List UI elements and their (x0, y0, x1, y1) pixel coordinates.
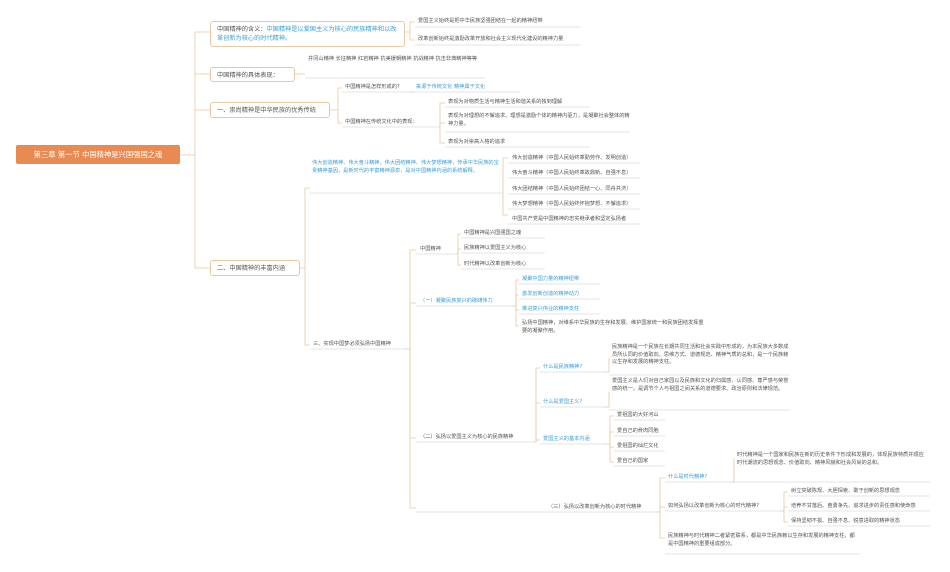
meaning-definition: 中国精神是以爱国主义为核心的民族精神和以改革创新为核心的时代精神。 (217, 26, 397, 42)
meaning-label: 中国精神的含义： (217, 26, 267, 33)
topic-manifestations[interactable]: 中国精神的具体表现： (210, 67, 295, 82)
rejuvenation-item-1[interactable]: 凝聚中国力量的精神纽带 (522, 276, 580, 282)
china-spirit-node[interactable]: 中国精神 (420, 246, 441, 252)
patriotism-basic-1[interactable]: 爱祖国的大好河山 (617, 412, 659, 418)
relation-summary[interactable]: 民族精神与时代精神二者紧密联系，都是中华民族赖以生存和发展的精神支柱，都是中国精… (668, 533, 855, 547)
rejuvenation-item-3[interactable]: 推进复兴伟业的精神支柱 (522, 306, 580, 312)
expression-item-3[interactable]: 表现为对崇高人格的追求 (448, 139, 506, 145)
national-spirit-node[interactable]: （二）弘扬以爱国主义为核心的民族精神 (420, 434, 514, 440)
topic-tradition[interactable]: 一、崇尚精神是中华民族的优秀传统 (210, 102, 330, 118)
topic-meaning[interactable]: 中国精神的含义：中国精神是以爱国主义为核心的民族精神和以改革创新为核心的时代精神… (210, 21, 405, 47)
expression-question[interactable]: 中国精神在传统文化中的表现： (345, 119, 418, 125)
china-spirit-item-2[interactable]: 民族精神以爱国主义为核心 (464, 245, 527, 251)
expression-item-2[interactable]: 表现为对理想的不懈追求、理想是激励个体的精神内驱力，是凝聚社会整体的精神力量。 (448, 113, 630, 127)
era-spirit-node[interactable]: （三）弘扬以改革创新为核心的时代精神 (548, 504, 642, 510)
spirit-dream[interactable]: 伟大梦想精神（中国人民始终怀抱梦想、不懈追求） (512, 201, 632, 207)
spirit-unity[interactable]: 伟大团结精神（中国人民始终团结一心、同舟共济） (512, 186, 632, 192)
promote-item-3[interactable]: 保持坚韧不拔、自强不息、锐意进取的精神状态 (791, 518, 900, 524)
spirit-creation[interactable]: 伟大创造精神（中国人民始终革勤劳作、发明创造） (512, 155, 632, 161)
spirit-struggle[interactable]: 伟大奋斗精神（中国人民始终革故鼎新、自强不息） (512, 170, 632, 176)
national-spirit-definition[interactable]: 民族精神是一个民族在长期共同生活和社会实践中形成的，为本民族大多数成员所认同的价… (612, 344, 789, 366)
promote-item-2[interactable]: 培养不甘落后、奋勇争先、追求进步的责任感和使命感 (791, 503, 916, 509)
patriotism-basics[interactable]: 爱国主义的基本内涵 (543, 436, 590, 442)
rejuvenation-item-2[interactable]: 激发创新创造的精神动力 (522, 291, 580, 297)
q-patriotism[interactable]: 什么是爱国主义? (543, 399, 583, 405)
q-era-spirit[interactable]: 什么是时代精神? (668, 474, 708, 480)
cpc-inheritor[interactable]: 中国共产党是中国精神的忠实继承者和坚定弘扬者 (512, 216, 627, 222)
expression-item-1[interactable]: 表现为对物质生活与精神生活和谐关系的独到理解 (448, 99, 563, 105)
meaning-child-2[interactable]: 改革创新始终是激励改革开放和社会主义现代化建设的精神力量 (418, 36, 564, 42)
root-topic[interactable]: 第三章 第一节 中国精神是兴国强国之魂 (16, 145, 180, 164)
how-to-promote[interactable]: 如何弘扬以改革创新为核心的时代精神? (668, 503, 759, 509)
patriotism-definition[interactable]: 爱国主义是人们对自己家园以及民族和文化的归属感、认同感、尊严感与荣誉感的统一。是… (612, 378, 789, 392)
formation-question[interactable]: 中国精神是怎样形成的? (345, 84, 400, 90)
spirits-summary[interactable]: 伟大创造精神、伟大奋斗精神、伟大团结精神、伟大梦想精神，传承中华民族的宝贵精神基… (312, 160, 499, 174)
era-spirit-definition[interactable]: 时代精神是一个国家和民族在新的历史条件下形成和发展的，体现民族特质并顺应时代潮流… (737, 452, 924, 466)
dream-section-title[interactable]: 三、实现中国梦必须弘扬中国精神 (313, 341, 391, 347)
china-spirit-item-3[interactable]: 时代精神以改革创新为核心 (464, 261, 527, 267)
q-national-spirit[interactable]: 什么是民族精神? (543, 364, 583, 370)
meaning-child-1[interactable]: 爱国主义始终是把中华民族坚强团结在一起的精神纽带 (418, 18, 543, 24)
formation-answer[interactable]: 来源于传统文化 精神属于文化 (416, 84, 486, 90)
topic-connotation[interactable]: 二、中国精神的丰富内涵 (210, 260, 300, 276)
promote-item-1[interactable]: 树立突破陈规、大胆探索、敢于创新的思想观念 (791, 488, 900, 494)
rejuvenation-node[interactable]: （一）凝聚民族复兴的磅礴伟力 (420, 298, 493, 304)
china-spirit-item-1[interactable]: 中国精神是兴国强国之魂 (464, 230, 522, 236)
patriotism-basic-2[interactable]: 爱自己的骨肉同胞 (617, 428, 659, 434)
rejuvenation-item-4[interactable]: 弘扬中国精神，对维系中华民族的生存和发展、维护国家统一和民族团结发挥重要的凝聚作… (522, 320, 704, 334)
manifestations-list[interactable]: 井冈山精神 长征精神 红岩精神 抗美援朝精神 抗战精神 抗击非典精神等等 (308, 56, 478, 62)
patriotism-basic-4[interactable]: 爱自己的国家 (617, 458, 649, 464)
patriotism-basic-3[interactable]: 爱祖国的灿烂文化 (617, 443, 659, 449)
